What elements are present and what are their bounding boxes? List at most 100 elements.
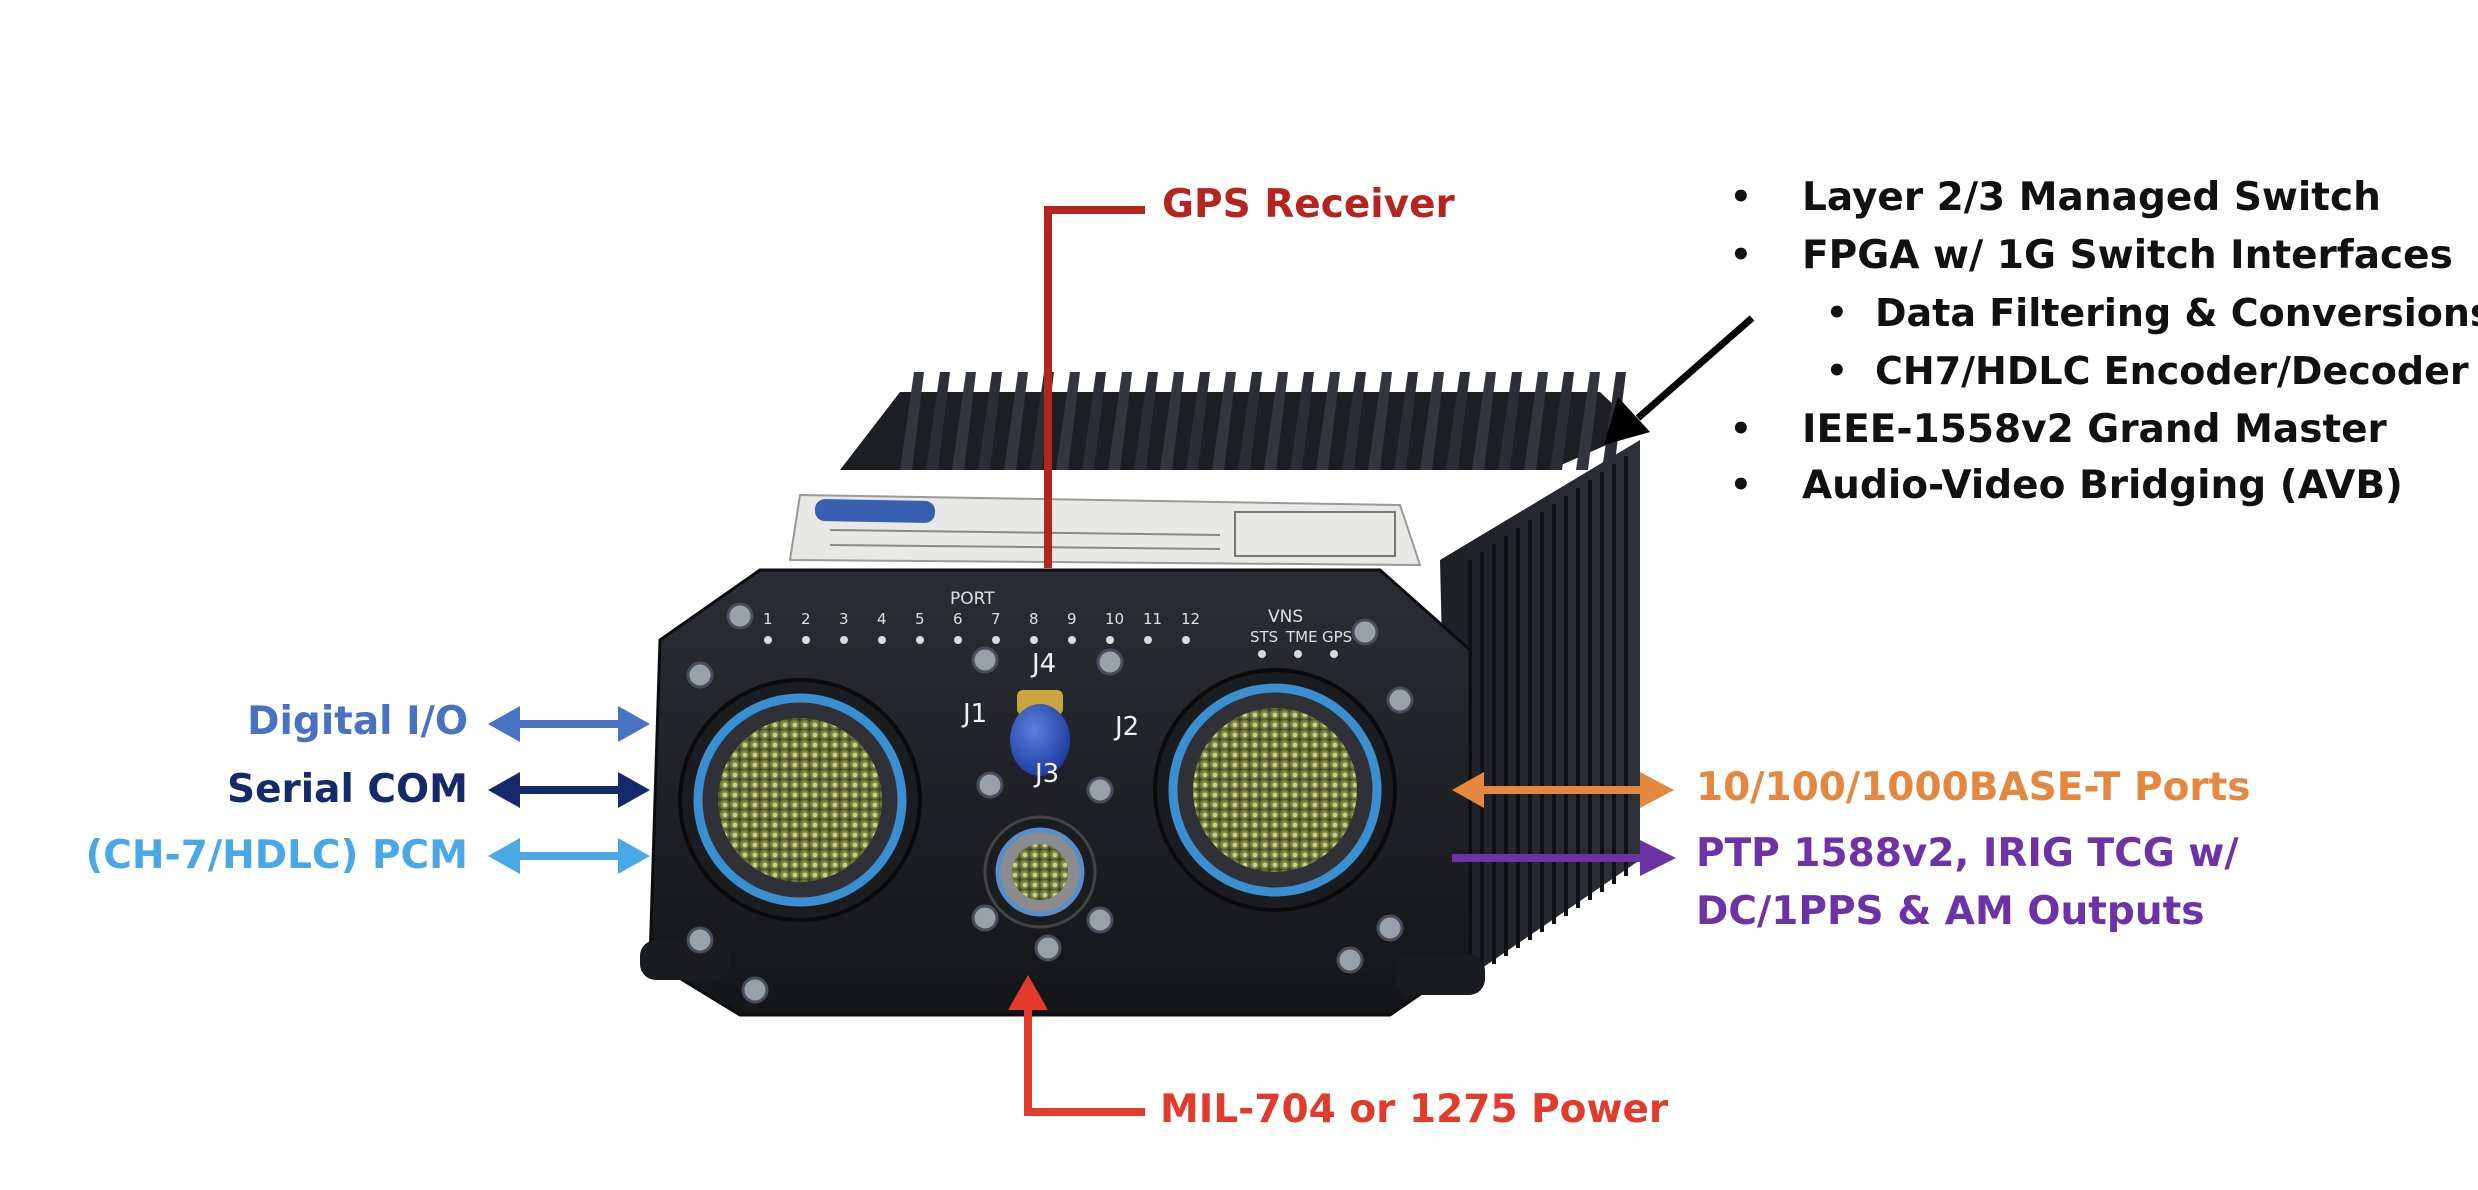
panel-screw	[976, 771, 1004, 799]
port-number-label: 5	[915, 610, 925, 628]
heat-sink-fin	[1186, 372, 1210, 470]
feature-bullet: •	[1730, 235, 1752, 275]
heat-sink-fin	[926, 372, 950, 470]
heat-sink-fin	[1420, 372, 1444, 470]
connector-label-j1: J1	[961, 699, 987, 729]
port-number-label: 12	[1181, 610, 1200, 628]
feature-bullet: •	[1826, 351, 1848, 391]
port-led	[1106, 636, 1114, 644]
port-led	[1182, 636, 1190, 644]
heat-sink-fin	[1082, 372, 1106, 470]
feature-bullet: •	[1730, 177, 1752, 217]
vns-heading: VNS	[1268, 607, 1303, 627]
ethernet-ports-label: 10/100/1000BASE-T Ports	[1696, 765, 2251, 810]
pcm-label: (CH-7/HDLC) PCM	[85, 833, 468, 878]
heat-sink-fin	[1446, 372, 1470, 470]
vns-led	[1294, 650, 1302, 658]
port-led	[1144, 636, 1152, 644]
heat-sink-fin	[1134, 372, 1158, 470]
port-led	[764, 636, 772, 644]
features-arrow	[1604, 315, 1755, 445]
panel-screw	[1096, 648, 1124, 676]
port-led	[878, 636, 886, 644]
vns-led-label: STS	[1250, 628, 1278, 646]
port-number-label: 7	[991, 610, 1001, 628]
connector-label-j3: J3	[1033, 759, 1059, 789]
port-number-label: 11	[1143, 610, 1162, 628]
port-heading: PORT	[950, 589, 995, 609]
feature-item: Audio-Video Bridging (AVB)	[1802, 463, 2403, 508]
feature-item: FPGA w/ 1G Switch Interfaces	[1802, 233, 2453, 278]
vns-led	[1258, 650, 1266, 658]
panel-screws	[686, 602, 1414, 1004]
port-number-label: 10	[1105, 610, 1124, 628]
heat-sink-fin	[1056, 372, 1080, 470]
heat-sink-fin	[1290, 372, 1314, 470]
port-number-label: 2	[801, 610, 811, 628]
feature-bullet: •	[1730, 409, 1752, 449]
heat-sink-fin	[1498, 372, 1522, 470]
panel-screw	[1086, 906, 1114, 934]
port-number-label: 8	[1029, 610, 1039, 628]
heat-sink	[840, 372, 1640, 470]
feature-bullet: •	[1826, 293, 1848, 333]
heat-sink-fin	[1108, 372, 1132, 470]
panel-screw	[1376, 914, 1404, 942]
digital-io-arrow	[488, 706, 650, 742]
heat-sink-fin	[1238, 372, 1262, 470]
port-led	[840, 636, 848, 644]
ptp-label-line2: DC/1PPS & AM Outputs	[1696, 889, 2205, 934]
connector-j2	[1153, 668, 1397, 912]
connector-j4	[1010, 690, 1070, 776]
heat-sink-fin	[1316, 372, 1340, 470]
pcm-arrow	[488, 838, 650, 874]
connector-label-j4: J4	[1030, 649, 1056, 679]
heat-sink-fin	[1524, 372, 1548, 470]
port-led	[802, 636, 810, 644]
port-led	[916, 636, 924, 644]
power-label: MIL-704 or 1275 Power	[1160, 1087, 1669, 1132]
feature-item: CH7/HDLC Encoder/Decoder	[1875, 349, 2469, 393]
ptp-arrow	[1452, 840, 1676, 876]
heat-sink-fin	[978, 372, 1002, 470]
heat-sink-fin	[1472, 372, 1496, 470]
port-number-label: 9	[1067, 610, 1077, 628]
panel-screw	[726, 602, 754, 630]
connector-j3	[983, 815, 1097, 929]
heat-sink-fin	[1160, 372, 1184, 470]
heat-sink-fin	[1342, 372, 1366, 470]
gps-arrow	[1044, 206, 1145, 568]
panel-screw	[1086, 776, 1114, 804]
heat-sink-fin	[952, 372, 976, 470]
connector-label-j2: J2	[1113, 712, 1139, 742]
feature-item: IEEE-1558v2 Grand Master	[1802, 407, 2387, 452]
serial-com-arrow	[488, 772, 650, 808]
heat-sink-fin	[900, 372, 924, 470]
panel-screw	[971, 904, 999, 932]
panel-screw	[686, 661, 714, 689]
vns-led-label: TME	[1285, 628, 1318, 646]
port-number-label: 1	[763, 610, 773, 628]
ptp-label-line1: PTP 1588v2, IRIG TCG w/	[1696, 831, 2239, 876]
heat-sink-fin	[1576, 372, 1600, 470]
port-number-label: 6	[953, 610, 963, 628]
panel-screw	[1034, 934, 1062, 962]
port-led	[992, 636, 1000, 644]
vns-led	[1330, 650, 1338, 658]
ethernet-arrow	[1452, 772, 1674, 808]
product-label-plate	[788, 493, 1422, 567]
connector-j1	[678, 678, 922, 922]
panel-screw	[1336, 946, 1364, 974]
heat-sink-fin	[1394, 372, 1418, 470]
port-led	[1030, 636, 1038, 644]
panel-screw	[1386, 686, 1414, 714]
side-fins	[1440, 440, 1640, 990]
serial-com-label: Serial COM	[227, 767, 468, 812]
feature-bullet: •	[1730, 465, 1752, 505]
port-led	[954, 636, 962, 644]
heat-sink-fin	[1212, 372, 1236, 470]
digital-io-label: Digital I/O	[247, 699, 468, 744]
